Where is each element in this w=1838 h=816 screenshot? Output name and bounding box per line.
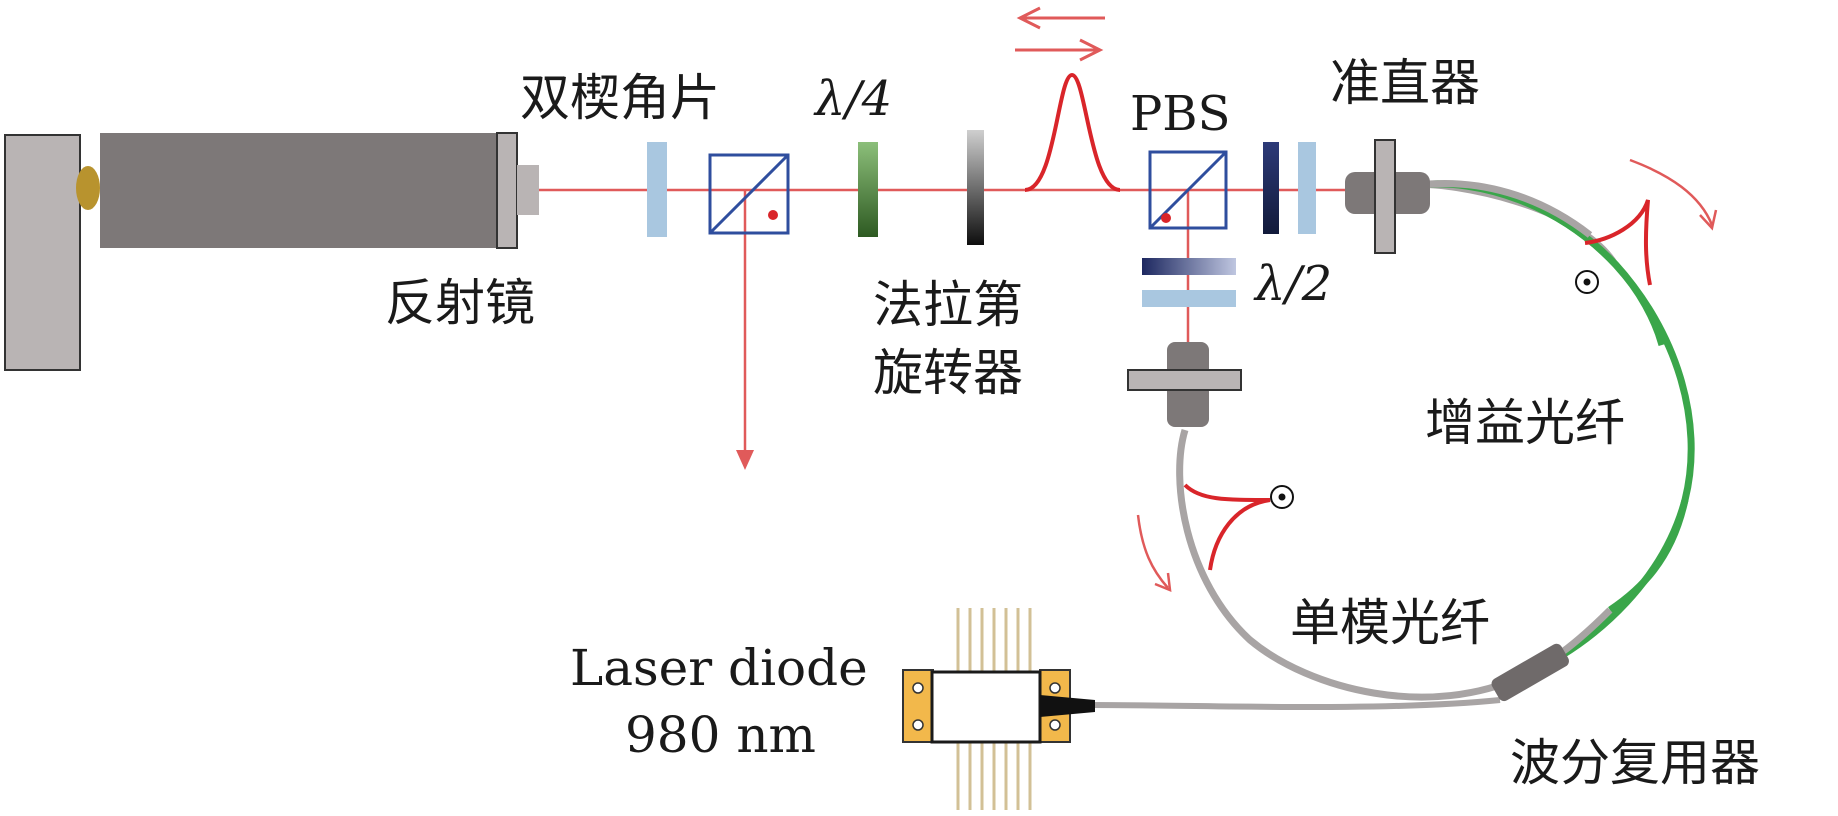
bidirectional-arrow-icon: [1015, 6, 1105, 62]
qwp-plate: [858, 142, 878, 237]
single-mode-fiber: [1176, 428, 1527, 701]
pbs-cube: [1148, 150, 1228, 230]
reflector-base: [4, 134, 81, 371]
laser-diode: [902, 608, 1095, 810]
wedge-cube-frame: [708, 153, 790, 235]
label-hwp: λ/2: [1253, 256, 1332, 312]
hwp-vertical-light: [1142, 290, 1236, 307]
output-arrow-icon: [736, 450, 754, 470]
label-gain-fiber: 增益光纤: [1425, 394, 1625, 452]
pulse-shape-icon: [1024, 72, 1121, 192]
hwp-vertical-dark: [1142, 258, 1236, 275]
pump-fiber: [1089, 697, 1501, 711]
label-collimator: 准直器: [1330, 54, 1480, 112]
curved-arrow-icon-top: [1629, 158, 1718, 231]
tube-end-cap: [496, 132, 518, 249]
fiber-to-collimator: [1417, 180, 1593, 238]
tube-nozzle: [517, 165, 539, 215]
polarization-symbol-2: [1270, 485, 1294, 509]
hwp-plate-light: [1298, 142, 1316, 234]
label-wdm: 波分复用器: [1510, 734, 1760, 792]
reflector-mirror: [76, 166, 100, 210]
collimator-bottom-flange: [1127, 369, 1242, 391]
label-smf: 单模光纤: [1290, 594, 1490, 652]
reflector-assembly: [4, 132, 539, 371]
ld-pigtail: [1040, 695, 1095, 717]
label-faraday-1: 法拉第: [873, 276, 1023, 334]
wedge-plate-1: [647, 142, 667, 237]
fiber-loop: [1089, 180, 1695, 711]
wdm-coupler: [1491, 643, 1569, 702]
collimator-top: [1345, 139, 1430, 254]
label-qwp: λ/4: [813, 71, 892, 127]
label-wedge: 双楔角片: [520, 69, 720, 127]
label-pbs: PBS: [1130, 86, 1230, 142]
faraday-rotator: [967, 130, 984, 245]
label-reflector: 反射镜: [385, 274, 535, 332]
collimator-flange: [1374, 139, 1396, 254]
pbs-frame: [1148, 150, 1228, 230]
label-laser-2: 980 nm: [625, 706, 816, 764]
laser-tube: [100, 133, 500, 248]
label-faraday-2: 旋转器: [873, 344, 1023, 402]
hwp-plate-dark: [1263, 142, 1279, 234]
wedge-cube-diagonal: [708, 153, 790, 235]
ld-body: [930, 670, 1042, 744]
label-laser-1: Laser diode: [570, 639, 868, 697]
smf-pulse-icon: [1183, 483, 1271, 571]
gain-fiber-pulse-icon: [1584, 199, 1652, 286]
wedge-cube: [708, 153, 790, 235]
collimator-bottom: [1127, 342, 1242, 427]
beam-path: [535, 188, 1360, 470]
ld-mount-left: [902, 669, 934, 743]
curved-arrow-icon-bottom: [1136, 514, 1172, 592]
polarization-dot: [768, 210, 778, 220]
quarter-wave-plate: [858, 142, 878, 237]
gain-fiber-lower: [1608, 499, 1689, 613]
polarization-symbol-1: [1575, 270, 1599, 294]
pbs-polarization-dot: [1161, 213, 1171, 223]
